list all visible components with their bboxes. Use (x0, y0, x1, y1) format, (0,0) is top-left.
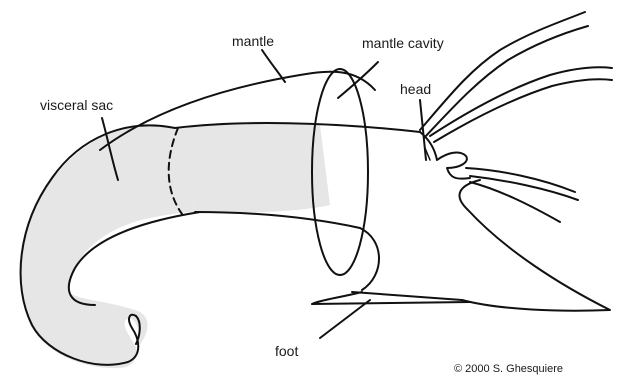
funnel-outline (312, 228, 470, 304)
tentacle-1b (424, 26, 588, 138)
label-visceral-sac: visceral sac (40, 97, 113, 113)
tentacle-2b (434, 79, 612, 142)
mantle-lower-edge (195, 212, 360, 228)
tentacle-2 (430, 67, 612, 136)
leader-foot (320, 300, 370, 338)
copyright-credit: © 2000 S. Ghesquiere (454, 363, 563, 375)
leader-mantle (262, 50, 285, 82)
mantle-shading (175, 122, 330, 213)
label-foot: foot (275, 343, 298, 359)
tentacle-1 (420, 12, 585, 130)
arm-4 (470, 182, 560, 222)
label-mantle: mantle (232, 33, 274, 49)
label-mantle-cavity: mantle cavity (362, 35, 444, 51)
arm-3 (466, 168, 575, 192)
label-head: head (400, 81, 431, 97)
foot-outline (459, 180, 610, 311)
